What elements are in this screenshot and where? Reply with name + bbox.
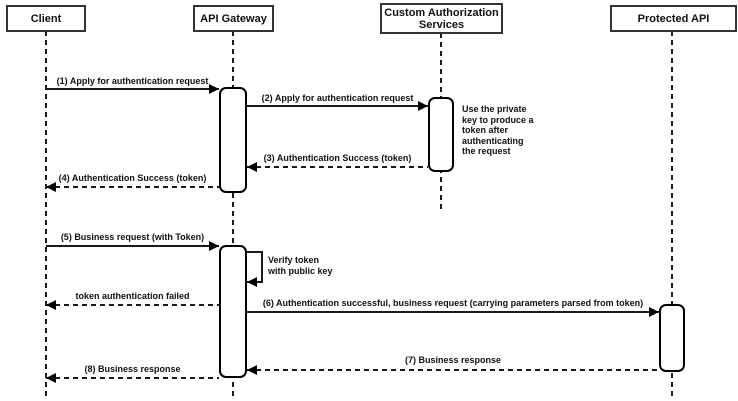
message-failed-label: token authentication failed [75,291,190,301]
message-7-label: (7) Business response [404,355,502,365]
participant-client-label: Client [30,12,62,25]
participant-api-gateway: API Gateway [193,5,274,32]
message-2-line [247,105,428,107]
lifeline-protected-api [671,31,673,399]
self-message-top-line [247,251,263,253]
message-4-arrowhead-icon [46,182,56,192]
message-5-arrowhead-icon [209,241,219,251]
message-7-arrowhead-icon [247,365,257,375]
message-5-line [46,245,219,247]
participant-protected-api: Protected API [610,5,737,32]
message-8-label: (8) Business response [84,364,181,374]
self-message-label: Verify token with public key [268,255,333,276]
message-8-arrowhead-icon [46,373,56,383]
message-2-label: (2) Apply for authentication request [261,93,414,103]
participant-client: Client [6,5,86,32]
message-4-label: (4) Authentication Success (token) [58,173,207,183]
self-message-arrowhead-icon [247,277,257,287]
message-3-line [247,166,428,168]
message-3-label: (3) Authentication Success (token) [263,153,412,163]
participant-protected-api-label: Protected API [637,12,710,25]
message-8-line [46,377,219,379]
message-2-arrowhead-icon [418,101,428,111]
lifeline-api-gateway [232,31,234,399]
message-failed-arrowhead-icon [46,300,56,310]
participant-custom-authorization-services-label: Custom Authorization Services [384,6,499,31]
message-failed-line [46,304,219,306]
activation-custom-authorization-services [428,97,454,172]
message-6-line [247,311,659,313]
participant-api-gateway-label: API Gateway [200,12,267,25]
lifeline-client [45,31,47,399]
activation-api-gateway-business [219,245,247,378]
self-message-vertical-line [261,251,263,283]
message-6-label: (6) Authentication successful, business … [262,298,644,308]
note-private-key: Use the private key to produce a token a… [462,104,534,156]
message-3-arrowhead-icon [247,162,257,172]
message-6-arrowhead-icon [649,307,659,317]
message-4-line [46,186,219,188]
activation-protected-api [659,304,685,372]
message-7-line [247,369,659,371]
message-1-line [46,88,219,90]
participant-custom-authorization-services: Custom Authorization Services [380,3,503,34]
message-1-arrowhead-icon [209,84,219,94]
message-1-label: (1) Apply for authentication request [56,76,209,86]
message-5-label: (5) Business request (with Token) [60,232,205,242]
activation-api-gateway-auth [219,87,247,193]
